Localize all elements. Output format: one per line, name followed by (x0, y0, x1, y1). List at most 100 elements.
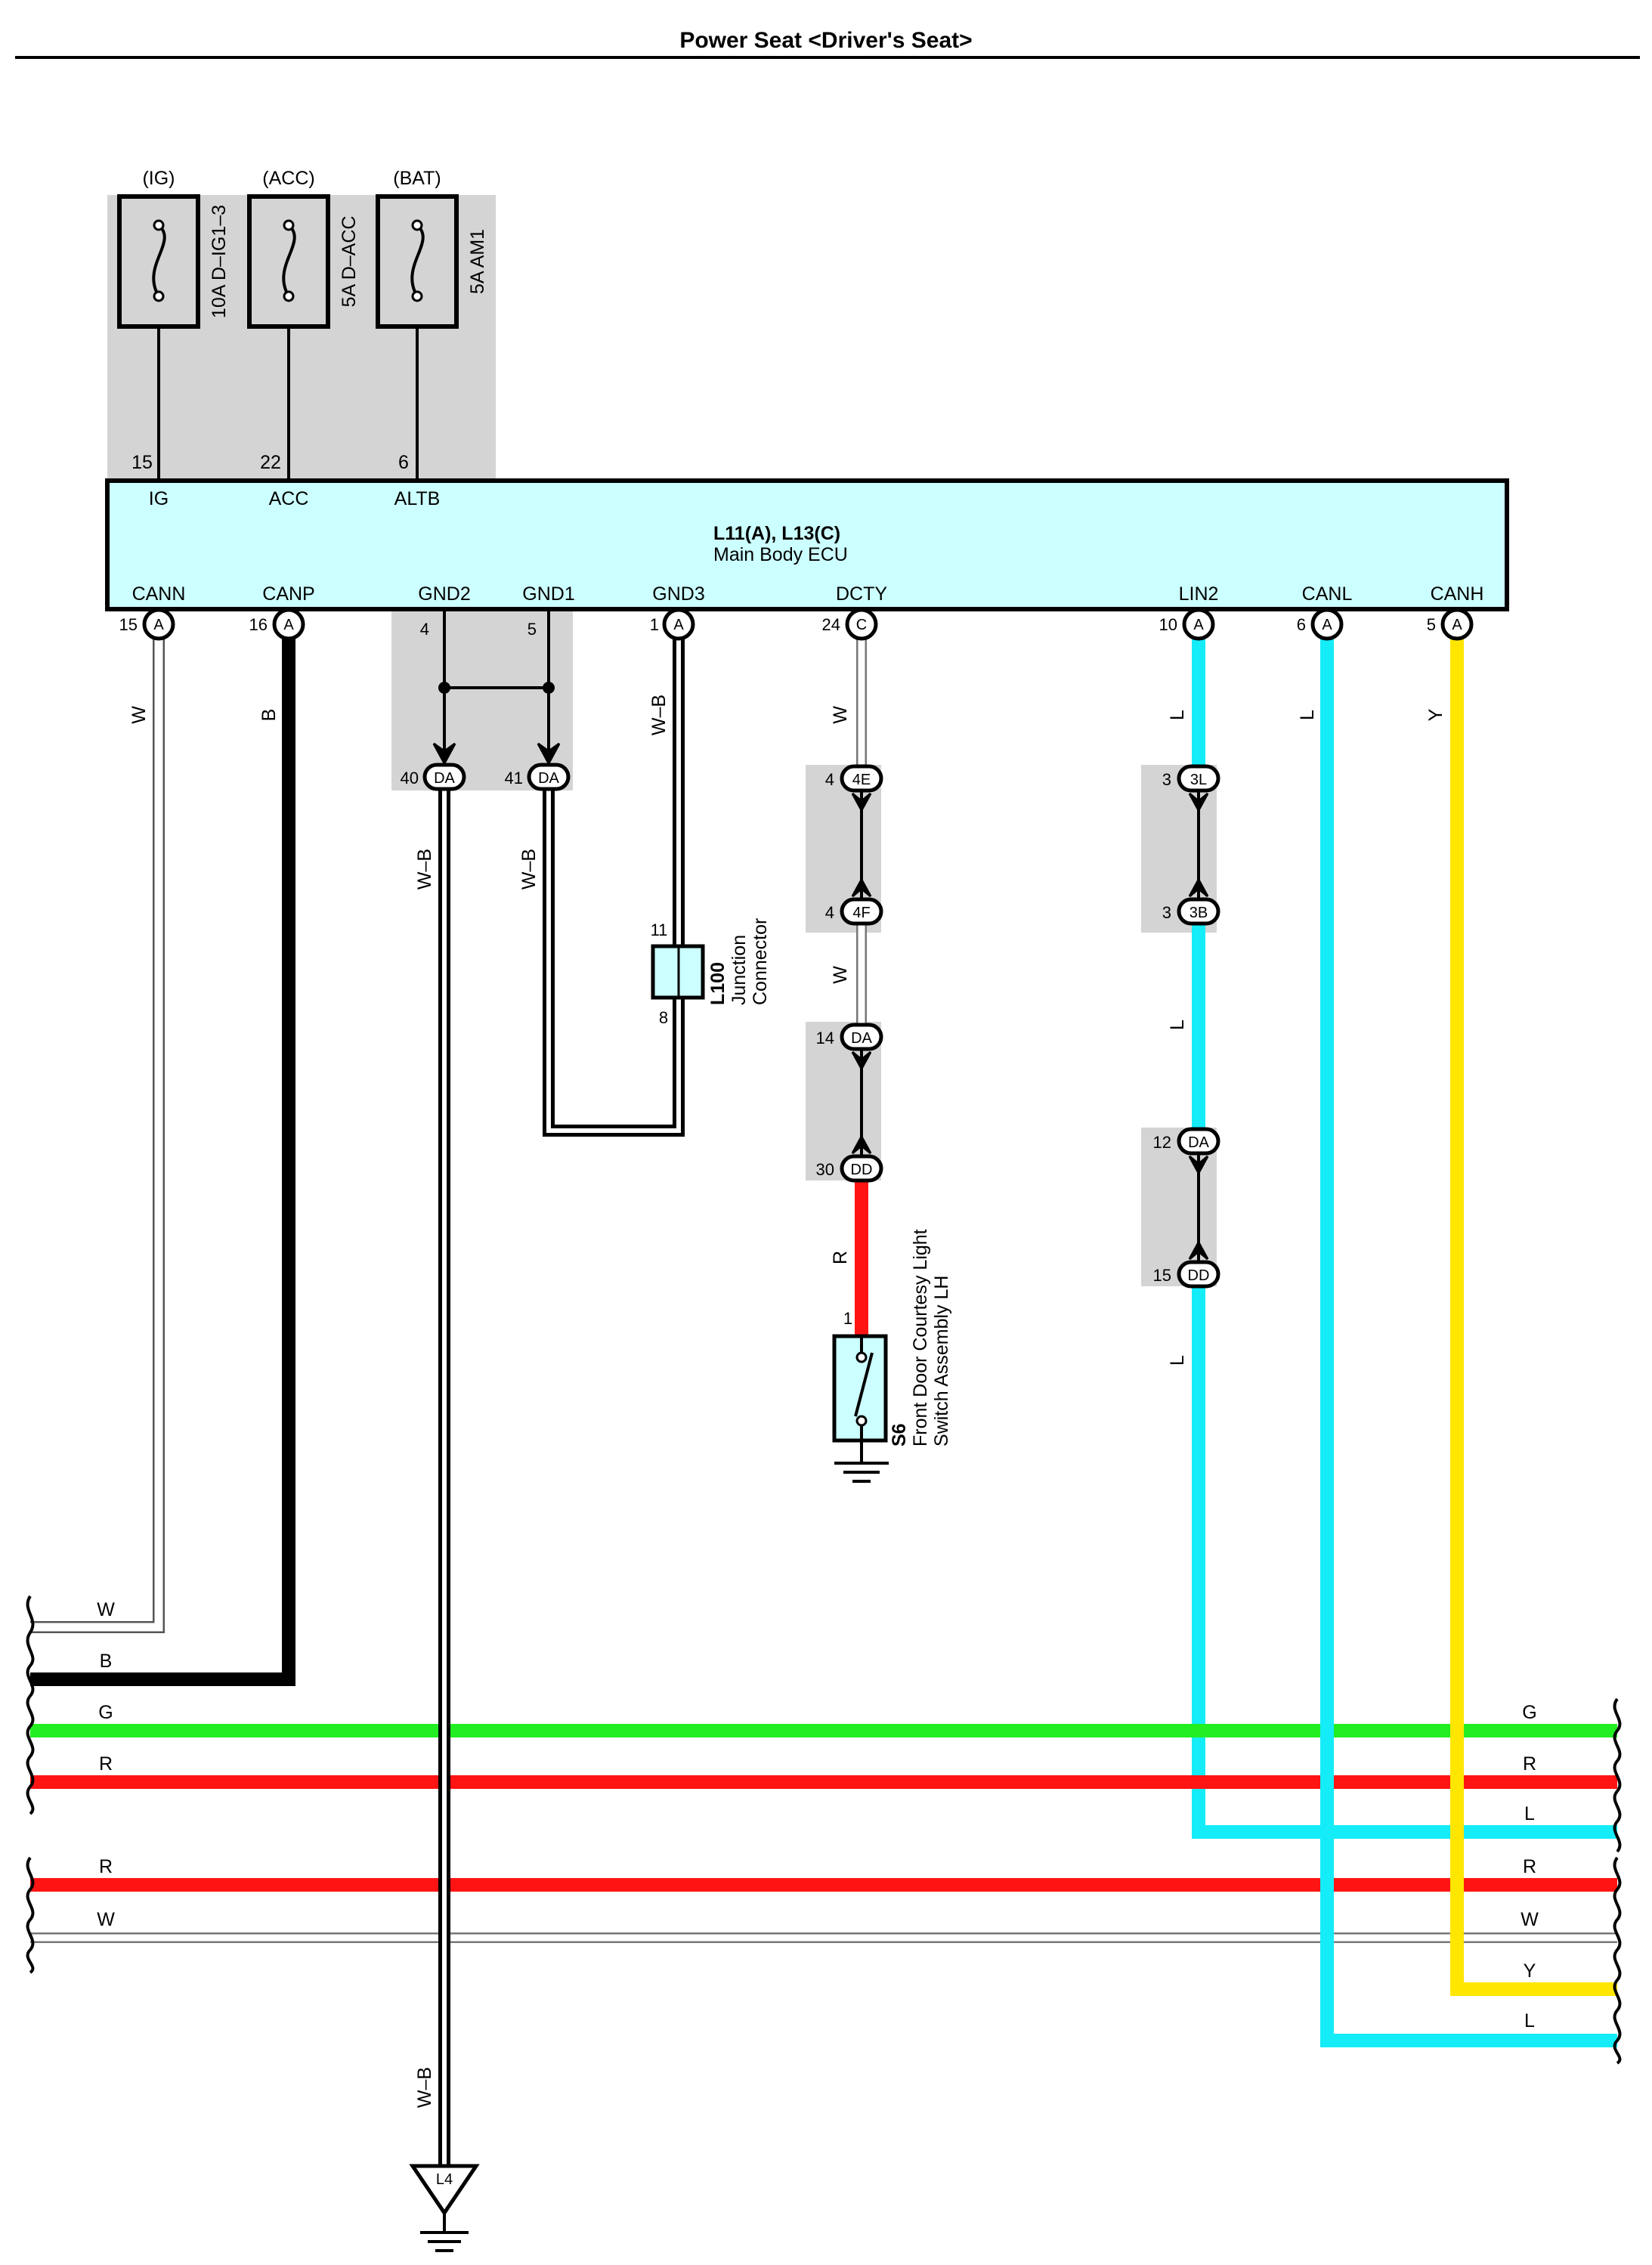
ecu-terminal-ig: IG (149, 488, 169, 509)
bus-right-label-r2: R (1523, 1856, 1536, 1877)
pin-lin2-number: 10 (1159, 615, 1177, 634)
junction-line2: Connector (750, 918, 771, 1005)
fuse-ig-label: 10A D–IG1–3 (209, 205, 230, 318)
connector-da12-pin: 12 (1153, 1133, 1171, 1152)
ground-splice-shade (391, 609, 573, 791)
pin-canh-number: 5 (1427, 615, 1436, 634)
connector-dd30-code: DD (851, 1162, 873, 1178)
label-dcty: W (830, 706, 851, 724)
bus-right-label-w: W (1521, 1909, 1539, 1930)
fuse-ig-contact-top (153, 219, 165, 231)
courtesy-light-switch-s6: 1 S6 Front Door Courtesy Light Switch As… (832, 1229, 952, 1483)
fuses: (IG) 10A D–IG1–3 (ACC) 5A D–ACC (BAT) 5A… (117, 168, 488, 481)
arrow-dd15-up (1188, 1239, 1209, 1261)
label-dcty-sw: R (830, 1251, 851, 1264)
connector-dd15-pin: 15 (1153, 1266, 1171, 1285)
break-left-1 (26, 1595, 35, 1815)
fuse-acc-element (282, 224, 296, 298)
bus-left-label-b: B (100, 1651, 113, 1672)
connector-3b-body (1177, 897, 1220, 926)
break-marks (26, 1595, 1622, 2065)
wire-canh-yellow (1450, 626, 1617, 1996)
fuse-bat: (BAT) 5A AM1 (376, 168, 488, 329)
connector-3b-pin: 3 (1162, 903, 1171, 922)
fuse-bat-pin: 6 (398, 452, 409, 473)
connector-da40-code: DA (434, 770, 455, 787)
pin-gnd3: A 1 (650, 608, 695, 641)
break-left-2 (26, 1856, 35, 1974)
pin-cann-marker (142, 608, 175, 641)
arrow-4e-down (851, 792, 872, 813)
main-body-ecu: IG ACC ALTB L11(A), L13(C) Main Body ECU… (105, 478, 1509, 611)
switch-contact-bottom (855, 1415, 868, 1427)
label-cann: W (128, 706, 150, 724)
splice-dot-right (543, 682, 555, 694)
bus-left-label-r2: R (99, 1856, 113, 1877)
pin-gnd3-number: 1 (650, 615, 659, 634)
wire-gnd1-wb-inner (546, 626, 681, 1133)
connector-4e: 4E 4 (825, 764, 883, 793)
pin-dcty-conn: C (856, 617, 867, 633)
connector-4f-pin: 4 (825, 903, 834, 922)
bus-right-label-g: G (1522, 1702, 1536, 1723)
fuse-bat-contact-bottom (411, 290, 423, 302)
pin-canp: A 16 (249, 608, 305, 641)
connector-4f-code: 4F (852, 905, 870, 921)
pin-cann-number: 15 (119, 615, 138, 634)
wire-cann-white-fill (30, 626, 163, 1632)
junction-line1: Junction (729, 935, 750, 1005)
junction-code: L100 (707, 962, 729, 1005)
ground-point-l4: L4 (409, 2164, 480, 2252)
switch-line2: Switch Assembly LH (931, 1276, 952, 1447)
pin-canh-marker (1440, 608, 1474, 641)
bus-left-label-r: R (99, 1753, 113, 1775)
arrow-da14-down (851, 1051, 872, 1072)
wire-cann-white (30, 626, 165, 1633)
connector-da12-body (1177, 1127, 1220, 1156)
fuse-bat-label: 5A AM1 (467, 229, 488, 294)
page-title: Power Seat <Driver's Seat> (679, 28, 972, 53)
shaded-regions (107, 195, 1217, 1286)
fuse-ig-source: (IG) (142, 168, 175, 189)
connector-4e-body (840, 764, 883, 793)
ground-label: L4 (436, 2171, 453, 2188)
bus-right-label-l2: L (1524, 2010, 1535, 2031)
label-lin2-mid: L (1167, 1020, 1188, 1030)
junction-pin-top: 11 (651, 921, 668, 939)
connector-3l-body (1177, 764, 1220, 793)
ecu-pins: A 15 A 16 4 5 A 1 C 24 A 10 A 6 (119, 608, 1474, 641)
arrow-gnd2 (432, 742, 456, 766)
connector-3l: 3L 3 (1162, 764, 1220, 793)
connector-4e-pin: 4 (825, 770, 834, 789)
fuse-ig-element (152, 224, 166, 298)
fuse-acc-pin: 22 (260, 452, 281, 473)
bus-left-label-w: W (97, 1599, 115, 1620)
inline-connectors: DA 40 DA 41 4E 4 4F 4 DA 14 D (401, 742, 1220, 1289)
break-right-1 (1613, 1697, 1622, 1853)
connector-4e-code: 4E (852, 772, 871, 788)
buses (30, 1724, 1617, 1943)
label-gnd-bottom: W–B (414, 2067, 435, 2108)
pin-canh-conn: A (1452, 617, 1462, 633)
ecu-terminal-lin2: LIN2 (1179, 583, 1219, 605)
pin-dcty: C 24 (822, 608, 878, 641)
fuse-bat-contact-top (411, 219, 423, 231)
fuse-acc-contact-bottom (283, 290, 295, 302)
ecu-terminal-gnd2: GND2 (418, 583, 470, 605)
label-gnd1: W–B (518, 849, 540, 890)
pin-gnd1-number: 5 (527, 620, 537, 639)
wire-canl-cyan (1320, 626, 1617, 2047)
fuse-ig-pin: 15 (131, 452, 153, 473)
label-lin2-low: L (1167, 1355, 1188, 1366)
pin-canl-marker (1310, 608, 1344, 641)
switch-line1: Front Door Courtesy Light (910, 1229, 931, 1447)
arrow-3l-down (1188, 792, 1209, 813)
ecu-terminal-canp: CANP (262, 583, 314, 605)
connector-3l-pin: 3 (1162, 770, 1171, 789)
ecu-terminal-dcty: DCTY (836, 583, 887, 605)
arrow-dd30-up (851, 1134, 872, 1155)
ground-triangle (409, 2164, 480, 2217)
connector-dd30-pin: 30 (816, 1160, 834, 1179)
ecu-terminal-acc: ACC (269, 488, 309, 509)
